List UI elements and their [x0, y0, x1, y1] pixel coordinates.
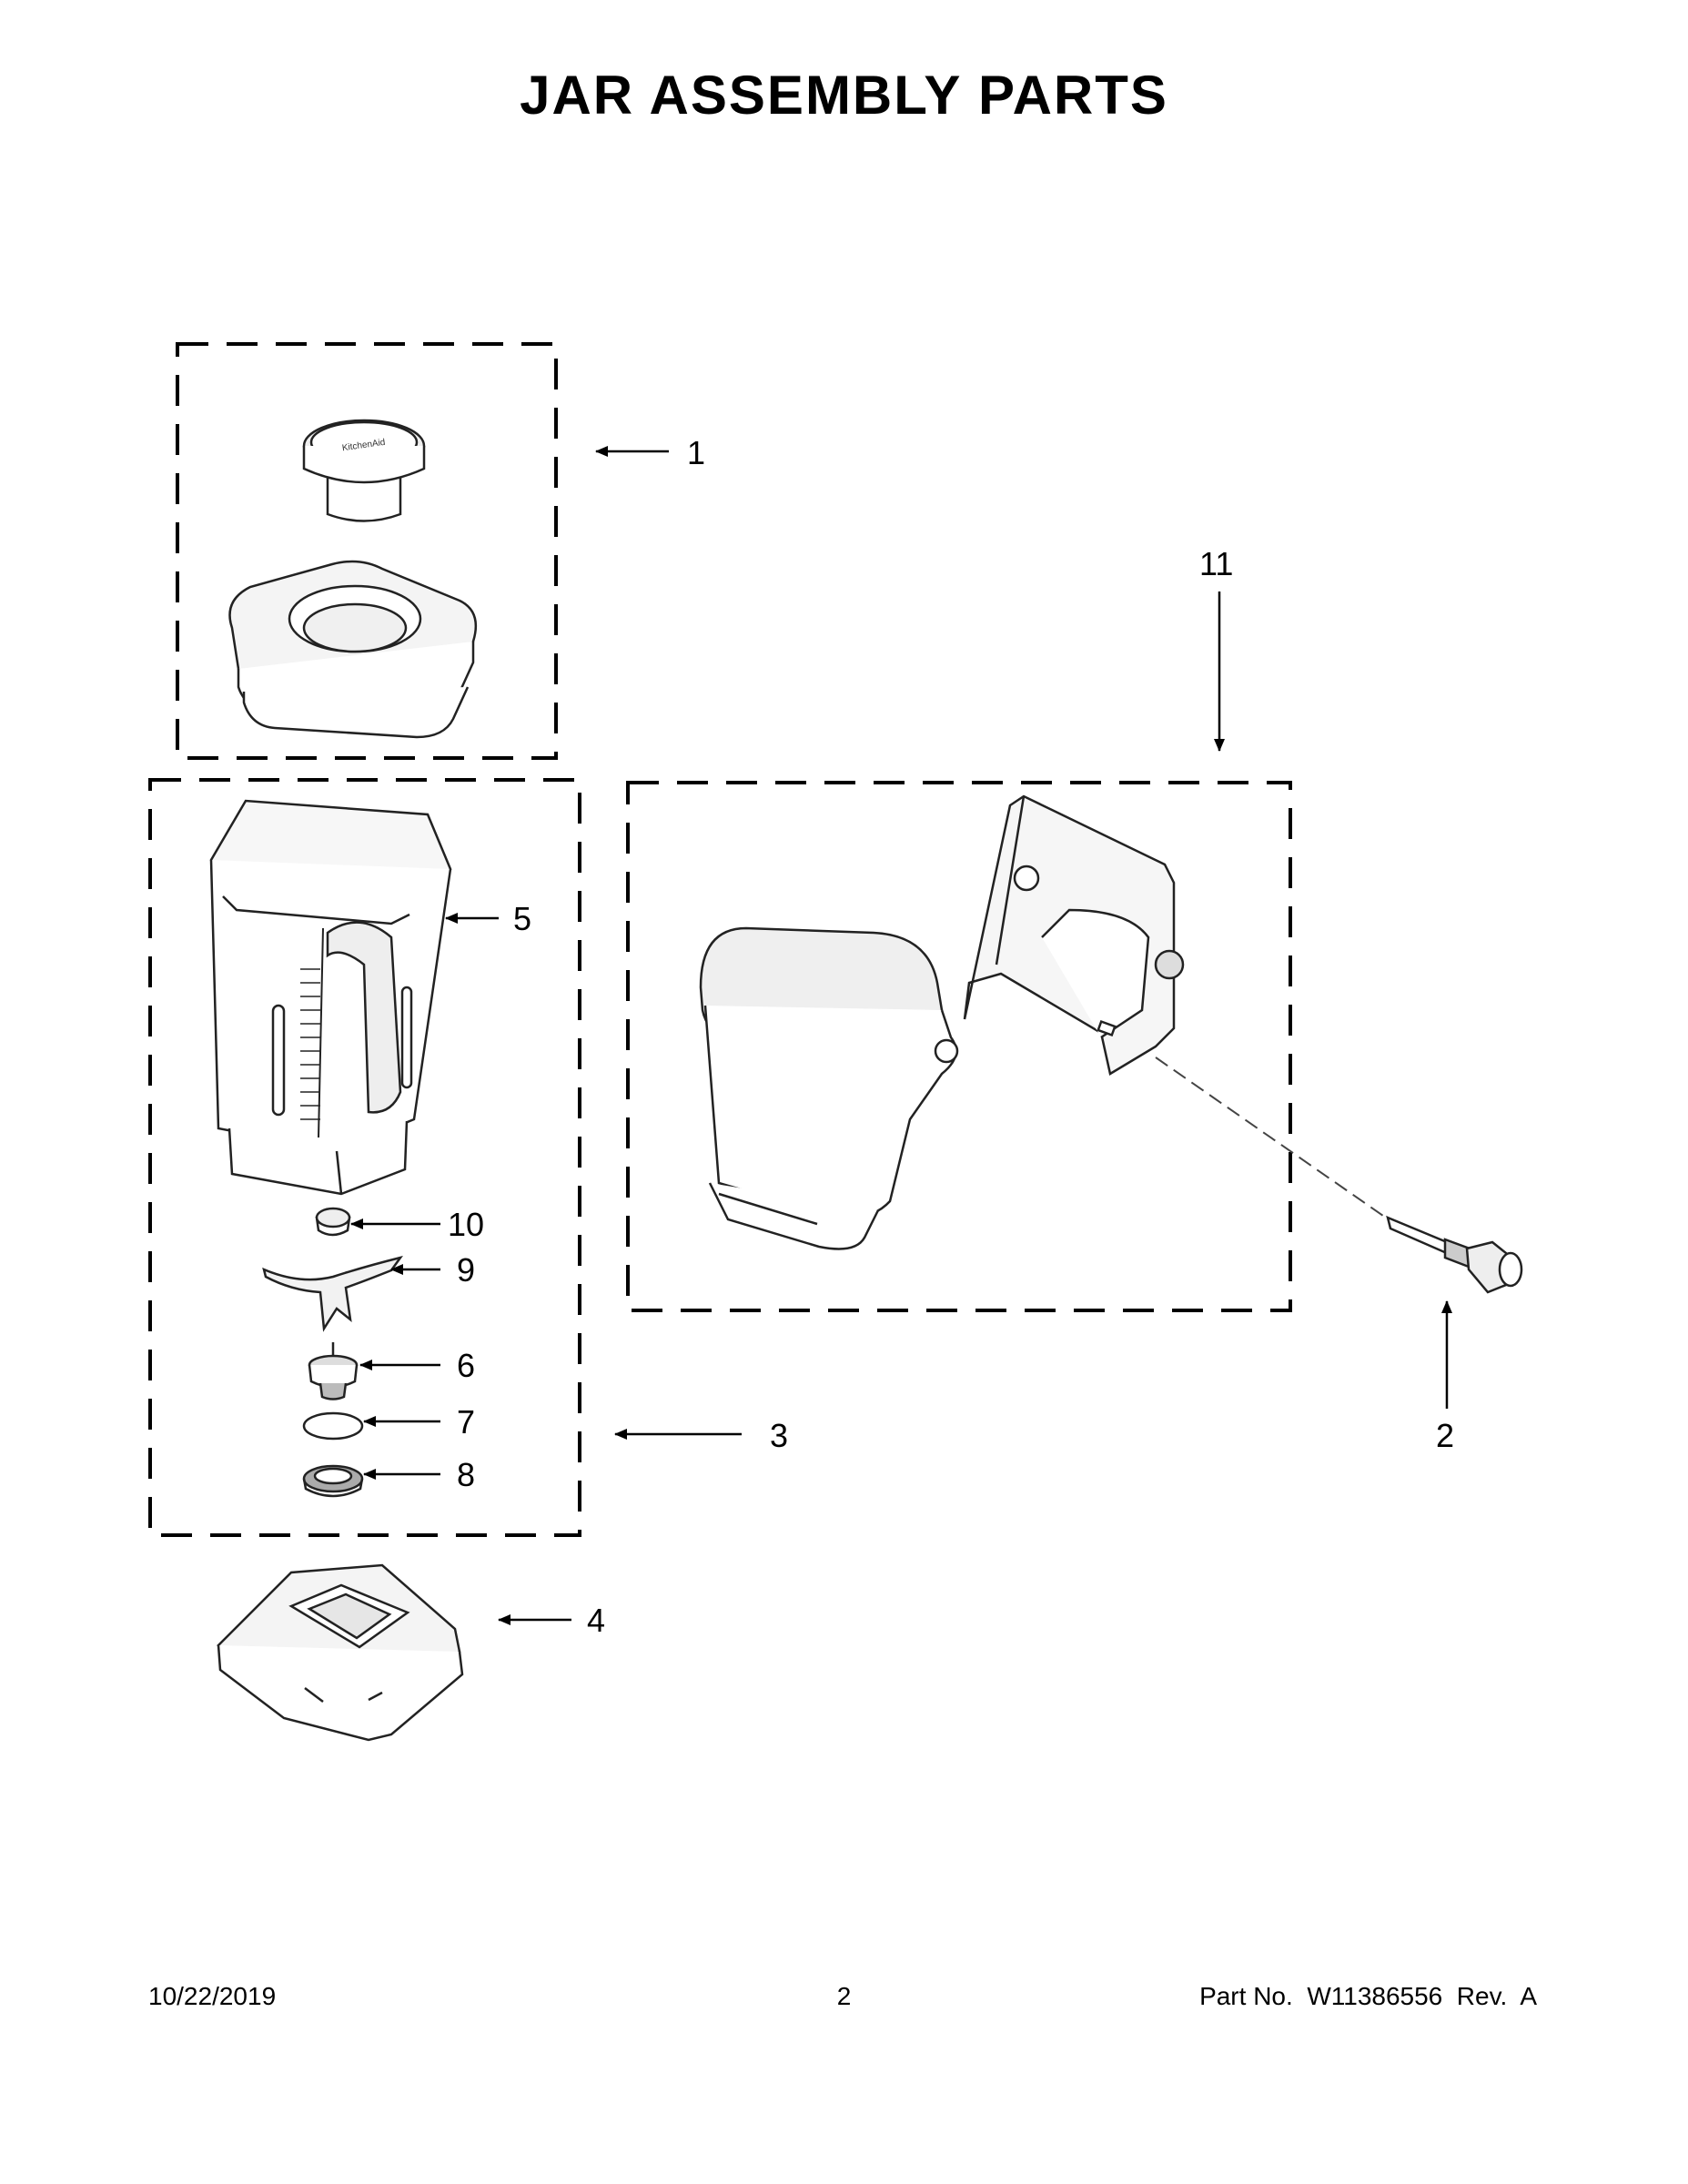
- lid-cap-drawing: KitchenAid: [302, 419, 426, 522]
- callout-9: 9: [457, 1251, 475, 1289]
- callout-10: 10: [448, 1206, 484, 1243]
- footer-page-number: 2: [836, 1982, 852, 2010]
- jar-base-drawing: [217, 1563, 464, 1742]
- lid-group-box: [176, 342, 558, 760]
- callout-11: 11: [1199, 545, 1233, 582]
- footer-date: 10/22/2019: [148, 1982, 277, 2010]
- jar-housing-drawing: [699, 794, 1185, 1250]
- jar-group-box: [148, 778, 581, 1537]
- footer-part-number: Part No. W11386556 Rev. A: [1199, 1982, 1537, 2010]
- blade-drawing: [262, 1255, 403, 1332]
- lid-drawing: [228, 560, 478, 739]
- callout-6: 6: [457, 1347, 475, 1384]
- blade-nut-drawing: [315, 1207, 351, 1237]
- callout-4: 4: [587, 1602, 605, 1639]
- page-title: JAR ASSEMBLY PARTS: [520, 65, 1168, 126]
- pin-alignment-line: [1155, 1057, 1384, 1217]
- retainer-nut-drawing: [302, 1464, 364, 1498]
- o-ring-drawing: [302, 1411, 364, 1441]
- jar-drawing: [209, 799, 452, 1196]
- bearing-assembly-drawing: [308, 1342, 359, 1400]
- callout-7: 7: [457, 1403, 475, 1441]
- housing-group-box: [626, 781, 1292, 1312]
- callout-2: 2: [1436, 1417, 1454, 1454]
- callout-5: 5: [513, 900, 531, 937]
- pivot-pin-drawing: [1386, 1215, 1523, 1294]
- callout-8: 8: [457, 1456, 475, 1493]
- callout-1: 1: [687, 434, 705, 471]
- callout-3: 3: [770, 1417, 788, 1454]
